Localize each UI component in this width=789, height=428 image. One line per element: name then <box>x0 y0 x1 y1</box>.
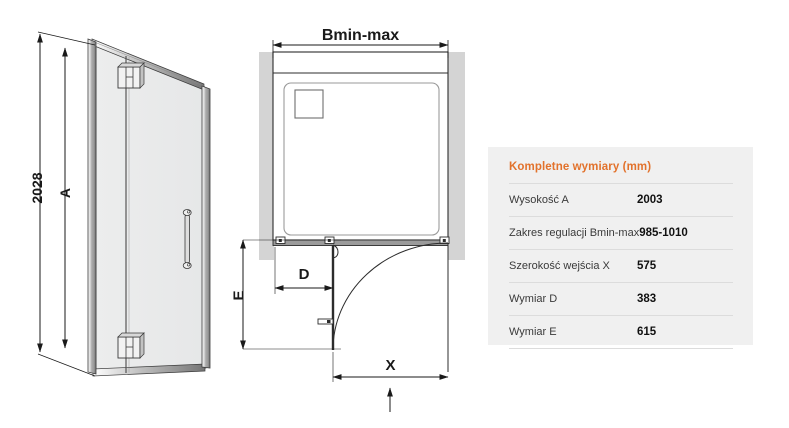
label-x: X <box>385 357 396 374</box>
glass-inner-outline <box>283 82 440 236</box>
glass-panel <box>95 43 207 375</box>
specs-row-label: Szerokość wejścia X <box>509 260 610 272</box>
pivot-knuckle <box>332 244 339 259</box>
door-handle <box>182 209 192 269</box>
lower-hinge <box>117 332 145 359</box>
specs-row-label: Zakres regulacji Bmin-max <box>509 227 640 239</box>
label-d: D <box>298 266 310 283</box>
table-row: Wymiar D 383 <box>509 282 733 315</box>
specs-row-value: 575 <box>637 260 657 272</box>
dimension-x <box>332 374 449 412</box>
specs-row-label: Wymiar D <box>509 293 558 305</box>
label-2028: 2028 <box>29 172 45 204</box>
plan-door-handle <box>317 318 334 325</box>
front-elevation-view <box>259 40 465 260</box>
specs-row-label: Wymiar E <box>509 326 557 338</box>
specifications-panel: Kompletne wymiary (mm) Wysokość A 2003 Z… <box>488 147 753 349</box>
table-row: Wysokość A 2003 <box>509 183 733 216</box>
label-bmin-max: Bmin-max <box>321 27 400 44</box>
door-swing-arc <box>332 242 449 351</box>
enclosure-outline <box>272 51 449 241</box>
specs-row-label: Wysokość A <box>509 194 569 206</box>
table-row: Zakres regulacji Bmin-max 985-1010 <box>509 216 733 249</box>
dimension-2028 <box>37 31 96 377</box>
plan-view <box>240 236 450 412</box>
right-wall-band <box>448 52 465 260</box>
table-row: Szerokość wejścia X 575 <box>509 249 733 282</box>
bottom-rail <box>92 363 206 377</box>
specs-table: Wysokość A 2003 Zakres regulacji Bmin-ma… <box>509 183 733 349</box>
threshold-track <box>272 239 449 246</box>
label-e: E <box>230 290 248 301</box>
specs-row-value: 615 <box>637 326 657 338</box>
label-a: A <box>57 187 73 199</box>
left-wall-band <box>259 52 274 260</box>
dimension-bminmax <box>272 40 449 58</box>
elevation-3d-view <box>37 31 211 377</box>
specs-title: Kompletne wymiary (mm) <box>509 161 652 173</box>
specs-row-value: 985-1010 <box>639 227 688 239</box>
table-row: Wymiar E 615 <box>509 315 733 349</box>
detail-square <box>294 89 324 119</box>
specs-row-value: 383 <box>637 293 657 305</box>
specs-row-value: 2003 <box>637 194 663 206</box>
upper-hinge <box>117 62 145 89</box>
